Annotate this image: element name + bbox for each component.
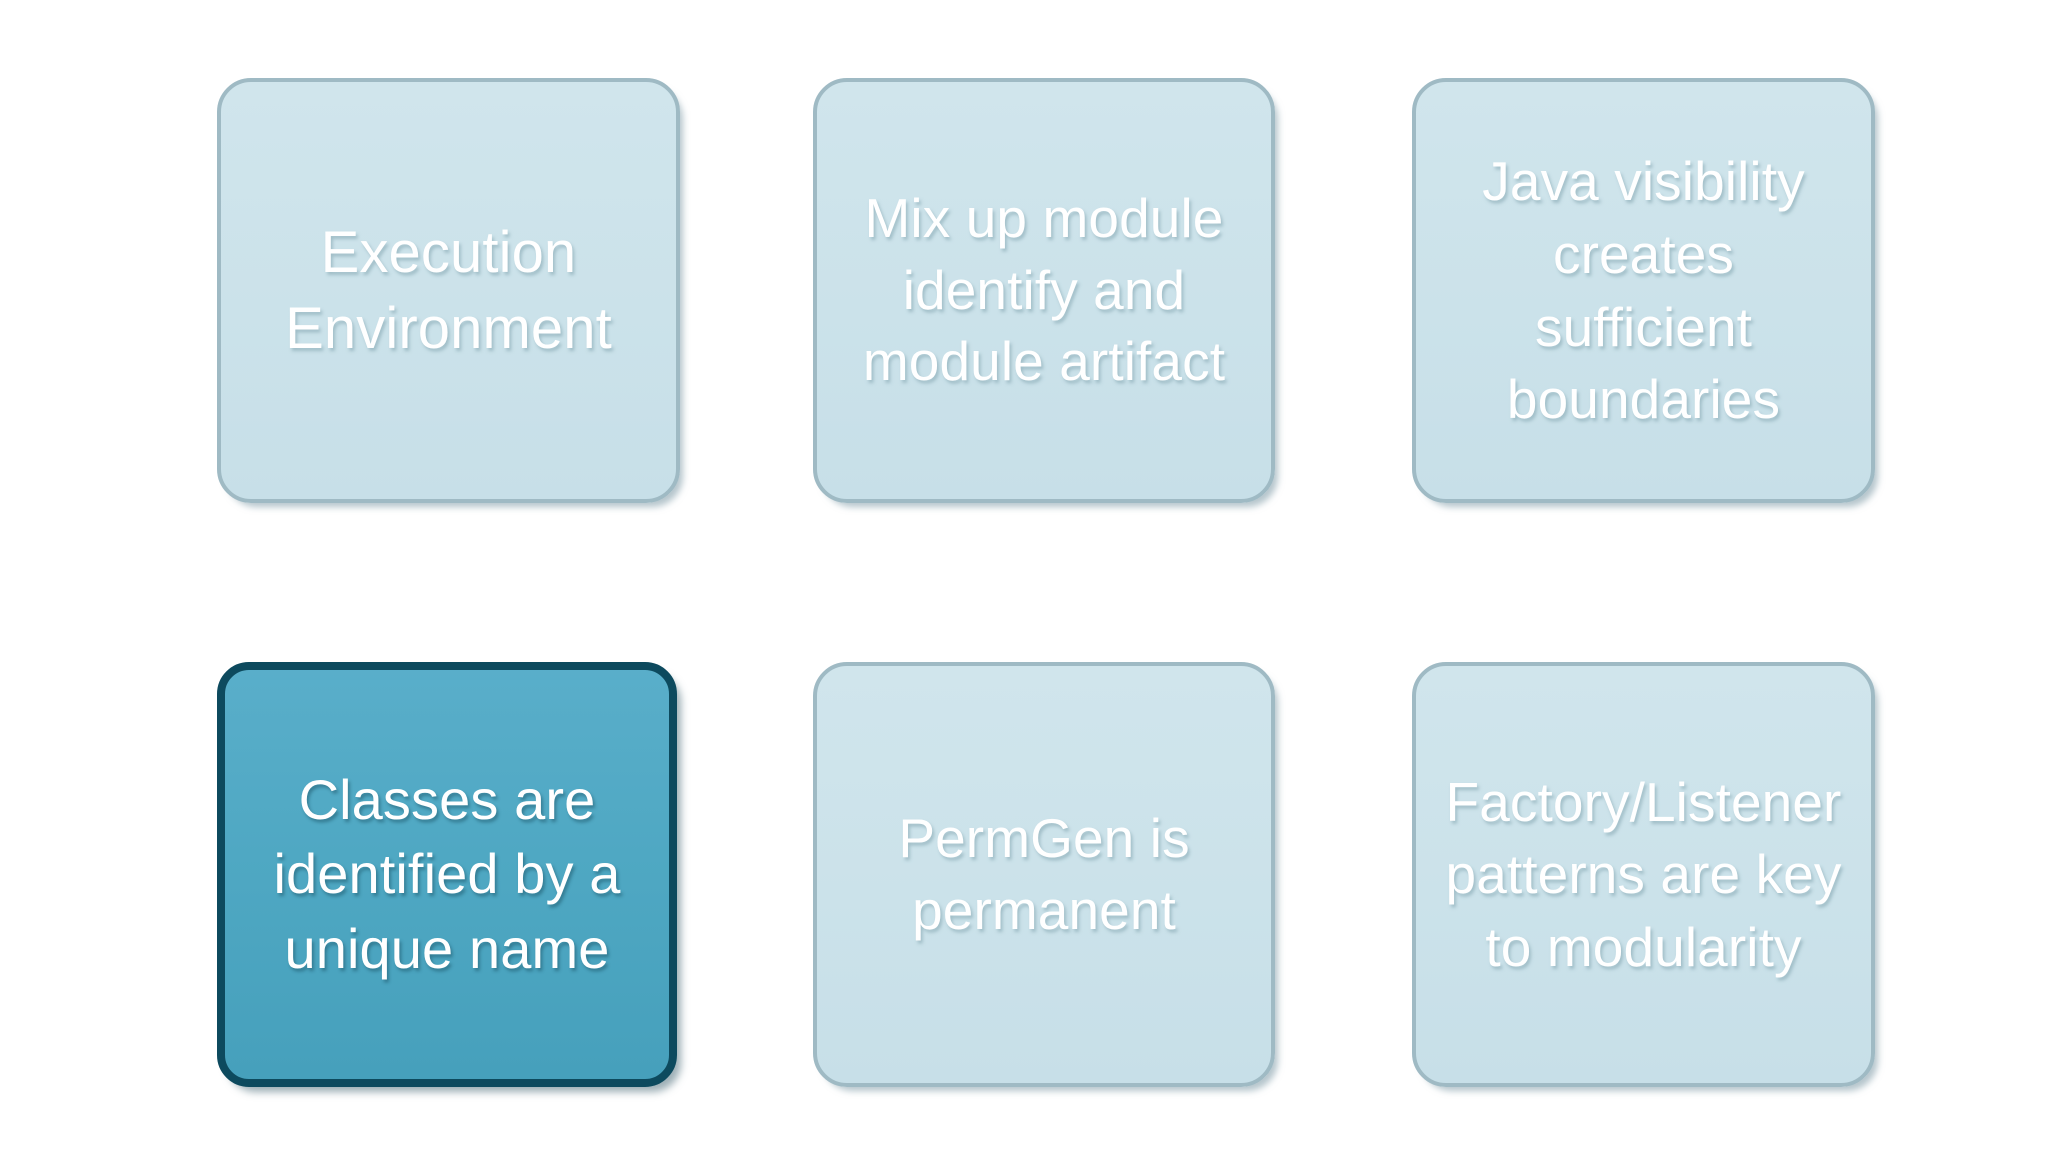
card-factory-listener-patterns-are-key-to-modularity[interactable]: Factory/Listener patterns are key to mod…: [1412, 662, 1875, 1087]
card-label: Factory/Listener patterns are key to mod…: [1445, 770, 1842, 978]
card-classes-are-identified-by-a-unique-name[interactable]: Classes are identified by a unique name: [217, 662, 677, 1087]
card-label: Classes are identified by a unique name: [273, 767, 621, 980]
card-execution-environment[interactable]: Execution Environment: [217, 78, 680, 503]
card-mix-up-module-identify-and-module-artifact[interactable]: Mix up module identify and module artifa…: [813, 78, 1275, 503]
card-label: Execution Environment: [285, 220, 612, 361]
card-java-visibility-creates-sufficient-boundaries[interactable]: Java visibility creates sufficient bound…: [1412, 78, 1875, 503]
card-label: PermGen is permanent: [898, 807, 1190, 941]
card-label: Mix up module identify and module artifa…: [862, 187, 1226, 393]
card-label: Java visibility creates sufficient bound…: [1482, 150, 1805, 431]
card-permgen-is-permanent[interactable]: PermGen is permanent: [813, 662, 1275, 1087]
